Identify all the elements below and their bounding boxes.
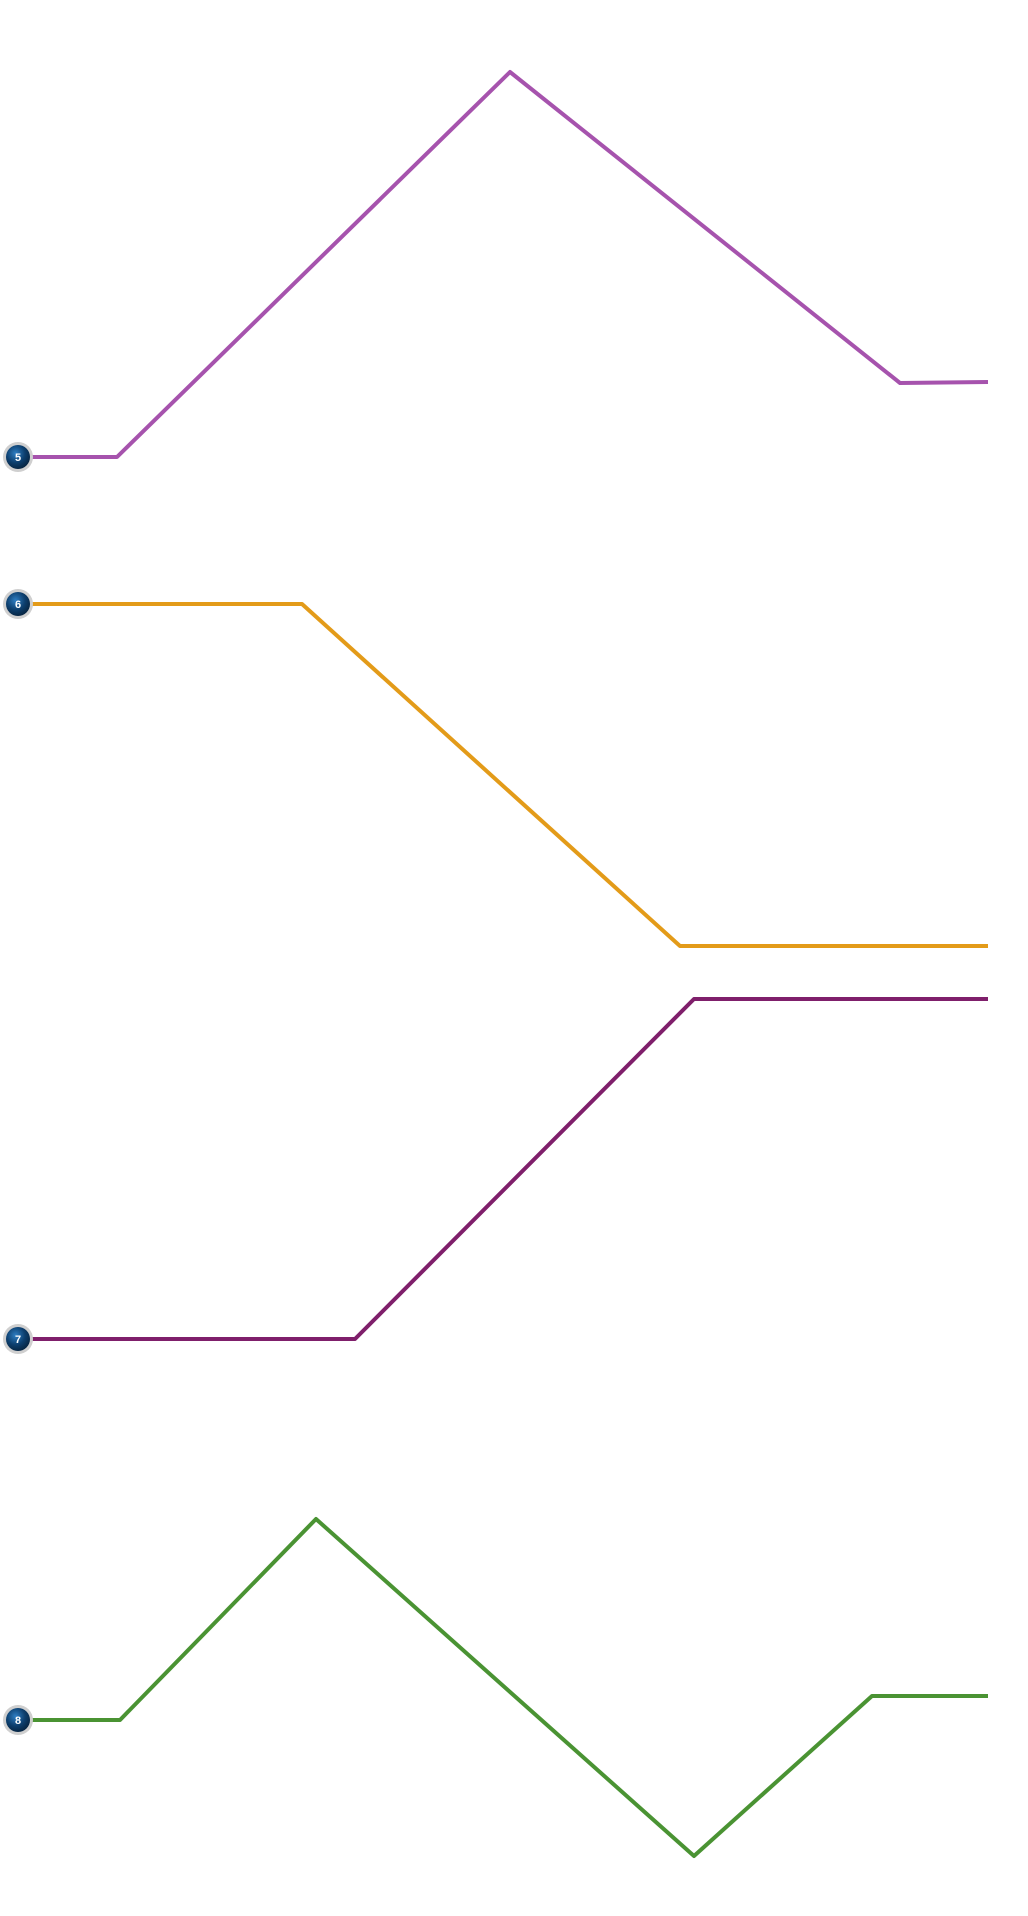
line-5-badge[interactable]: 5	[3, 442, 33, 472]
line-8-path	[18, 1517, 988, 1858]
line-6-badge-circle	[6, 592, 30, 616]
line-7-path	[18, 997, 988, 1341]
line-6-path	[18, 602, 988, 948]
line-5-path	[18, 70, 989, 459]
line-5-badge-circle	[6, 445, 30, 469]
line-5-badge-label: 5	[15, 452, 21, 464]
line-8-badge-label: 8	[15, 1715, 21, 1727]
line-7-badge-label: 7	[15, 1334, 21, 1346]
line-7-badge-circle	[6, 1327, 30, 1351]
line-8-badge[interactable]: 8	[3, 1705, 33, 1735]
line-8-badge-circle	[6, 1708, 30, 1732]
line-6-badge[interactable]: 6	[3, 589, 33, 619]
line-7-badge[interactable]: 7	[3, 1324, 33, 1354]
line-6-badge-label: 6	[15, 599, 21, 611]
